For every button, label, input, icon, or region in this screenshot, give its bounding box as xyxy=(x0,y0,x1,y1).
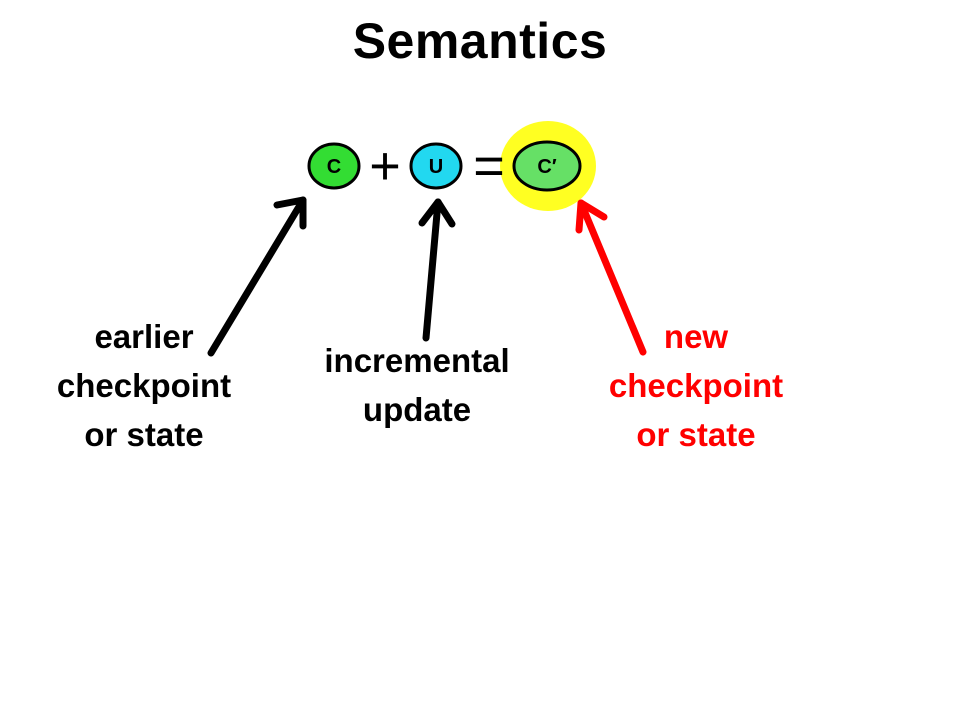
label-earlier-line-3: or state xyxy=(84,416,204,453)
equals-operator: = xyxy=(473,136,505,196)
label-earlier-line-1: earlier xyxy=(94,318,194,355)
node-u-label: U xyxy=(429,156,443,178)
label-incremental-line-1: incremental xyxy=(324,342,510,379)
arrow-incremental xyxy=(418,198,456,342)
label-new-line-1: new xyxy=(663,318,729,355)
label-incremental-update: incremental update xyxy=(302,336,532,434)
label-new-line-2: checkpoint xyxy=(608,367,784,404)
label-new-checkpoint: new checkpoint or state xyxy=(586,312,806,459)
label-incremental-line-2: update xyxy=(362,391,472,428)
slide-title: Semantics xyxy=(352,13,608,69)
node-cprime xyxy=(512,140,582,192)
node-cprime-label: C′ xyxy=(537,156,556,178)
label-earlier-line-2: checkpoint xyxy=(56,367,232,404)
label-earlier-checkpoint: earlier checkpoint or state xyxy=(34,312,254,459)
plus-operator: + xyxy=(369,136,401,196)
label-new-line-3: or state xyxy=(636,416,756,453)
arrow-earlier xyxy=(207,196,307,357)
node-c xyxy=(307,142,361,190)
node-u xyxy=(409,142,463,190)
node-c-label: C xyxy=(327,156,341,178)
arrow-new xyxy=(575,199,647,356)
